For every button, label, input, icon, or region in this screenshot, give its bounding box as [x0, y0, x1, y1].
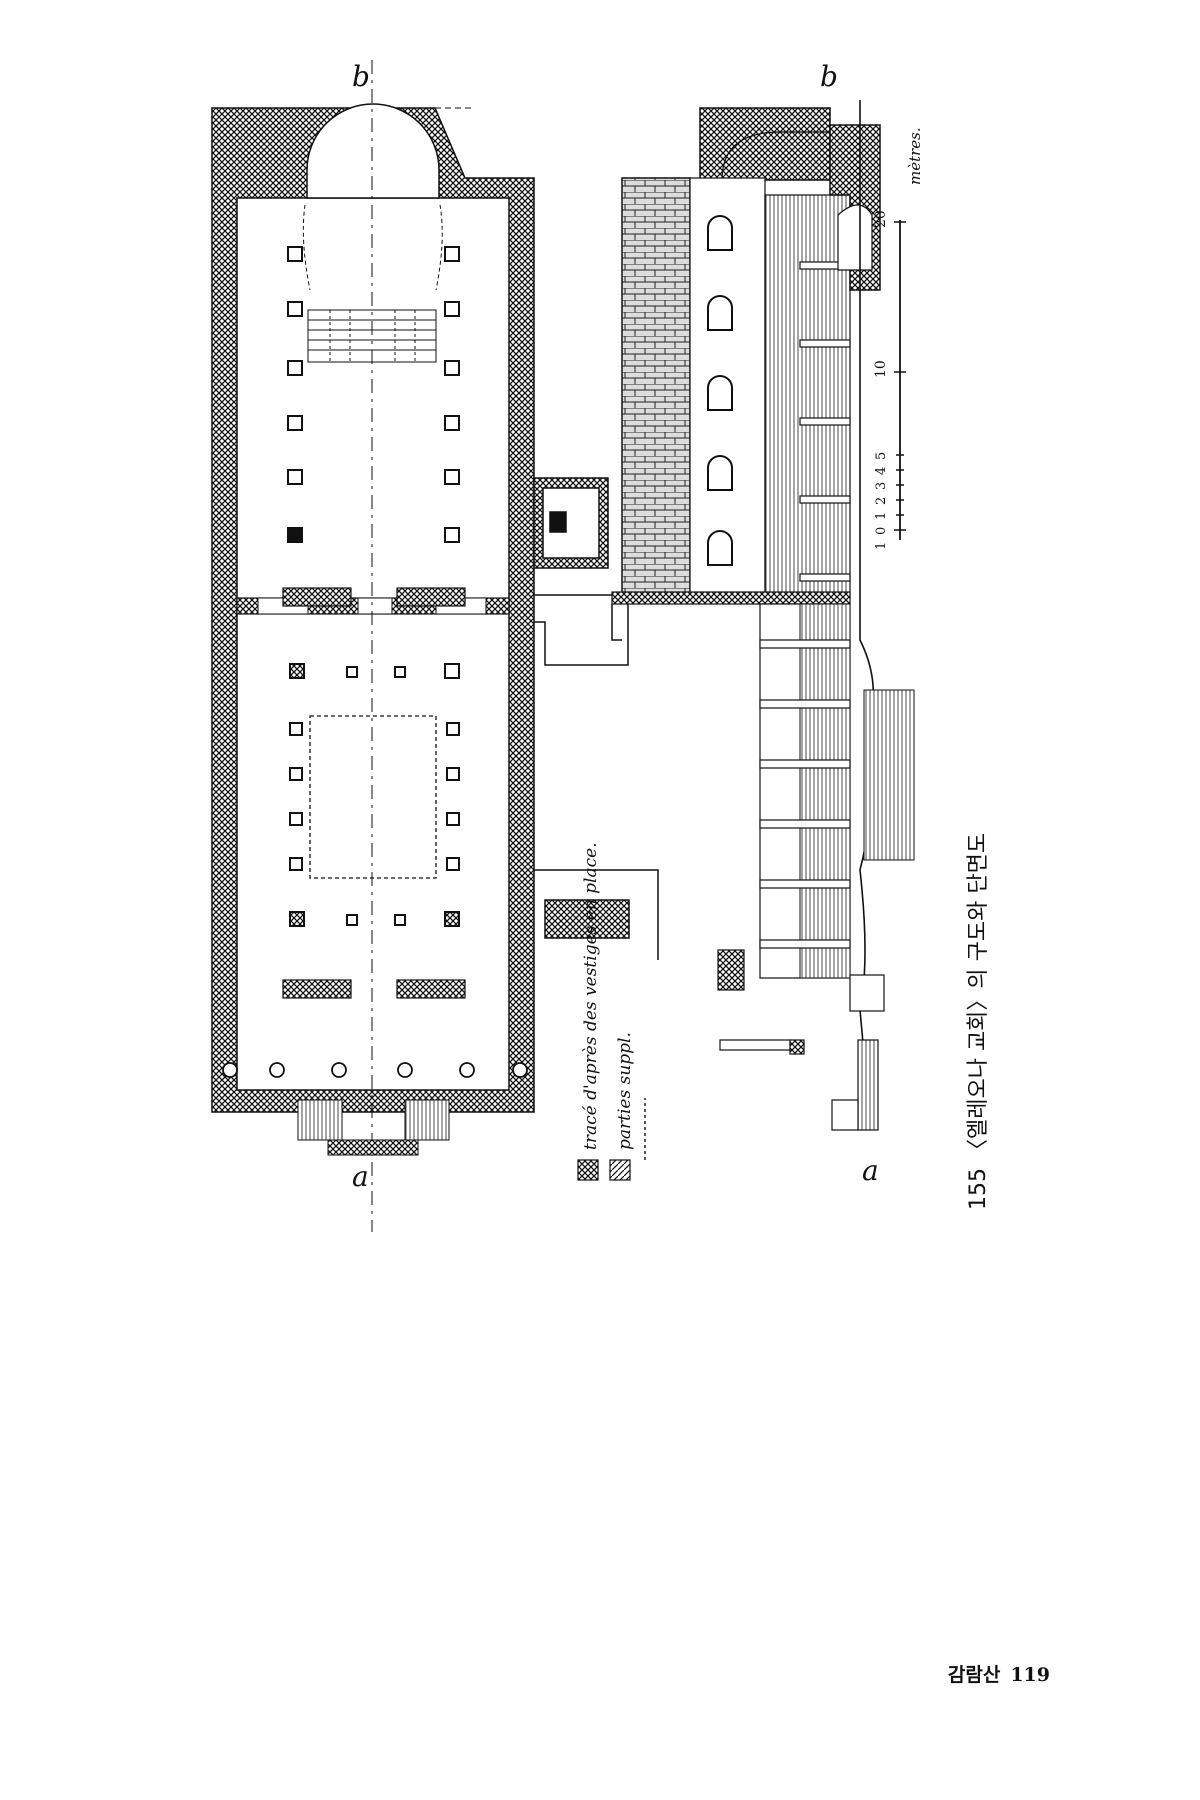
- plan-apse: [306, 103, 440, 199]
- longitudinal-section: b a: [611, 60, 915, 1187]
- legend-text-supplementary: parties suppl.: [615, 1032, 635, 1150]
- scale-tick-10: 10: [873, 360, 889, 378]
- legend-swatch-supplementary: [609, 1159, 631, 1181]
- scale-tick-0: 0: [874, 527, 889, 535]
- section-porch: [717, 949, 885, 1131]
- section-aisle: [764, 194, 851, 599]
- scale-tick-1: 1: [874, 512, 889, 520]
- atrium-court: [309, 715, 437, 879]
- legend-swatch-existing: [577, 1159, 599, 1181]
- legend-text-existing: tracé d'après des vestiges en place.: [581, 842, 601, 1150]
- scale-tick-5: 5: [874, 452, 889, 460]
- pier-walls: [282, 587, 466, 999]
- section-mark-b-plan: b: [352, 60, 370, 93]
- scale-tick-neg1: 1: [874, 542, 889, 550]
- entrance-stairs: [297, 1099, 450, 1156]
- side-annex: [533, 477, 659, 960]
- section-columns: [799, 261, 851, 582]
- page-number: 119: [1010, 1664, 1050, 1686]
- atrium-columns: [289, 663, 460, 927]
- atrium-section-columns: [759, 639, 851, 949]
- clerestory-windows: [707, 215, 733, 566]
- section-mark-a-plan: a: [352, 1160, 369, 1193]
- figure-caption: 155 〈엘레오나 교회〉의 구도와 단면도: [966, 832, 991, 1210]
- plan-legend: tracé d'après des vestiges en place. par…: [577, 842, 646, 1181]
- scale-tick-4: 4: [874, 467, 889, 475]
- ground-plan: b a: [211, 60, 659, 1232]
- scale-bar: mètres. 20 10 5 4 3 2 1 0 1: [873, 127, 924, 550]
- running-head: 감람산: [947, 1664, 1001, 1686]
- page-footer: 감람산 119: [948, 1660, 1050, 1687]
- scale-unit: mètres.: [906, 127, 924, 185]
- section-mark-b-section: b: [820, 60, 838, 93]
- scale-tick-20: 20: [873, 210, 889, 228]
- chancel-steps: [302, 204, 443, 363]
- scale-tick-2: 2: [874, 497, 889, 505]
- scale-tick-3: 3: [874, 482, 889, 490]
- nave-piers: [287, 246, 460, 543]
- section-apse-vault: [699, 107, 831, 181]
- section-mark-a-section: a: [862, 1154, 879, 1187]
- facade-columns: [222, 1062, 528, 1078]
- section-upper-wall: [621, 177, 691, 599]
